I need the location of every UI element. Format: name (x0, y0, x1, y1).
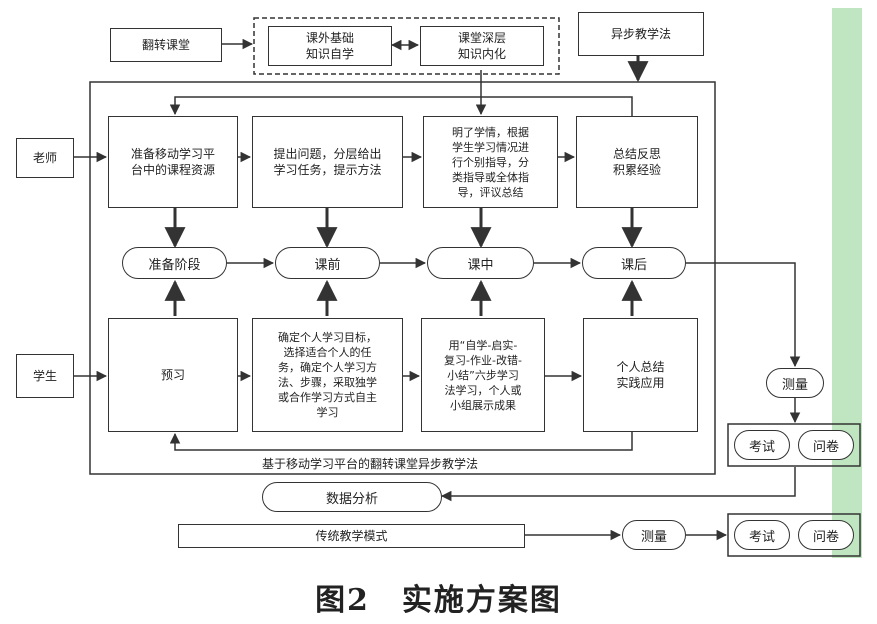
pose-questions-box: 提出问题，分层给出 学习任务，提示方法 (252, 116, 403, 208)
test-group-2 (727, 513, 861, 557)
guidance-box: 明了学情，根据 学生学习情况进 行个别指导，分 类指导或全体指 导，评议总结 (423, 116, 558, 208)
stage-preparation: 准备阶段 (122, 247, 227, 279)
personal-summary-box: 个人总结 实践应用 (583, 318, 698, 432)
stage-before-class: 课前 (275, 247, 380, 279)
measurement-1: 测量 (766, 368, 824, 398)
flip-class-box: 翻转课堂 (110, 28, 222, 62)
exam-1: 考试 (734, 430, 790, 460)
exam-2: 考试 (734, 520, 790, 550)
preview-box: 预习 (108, 318, 238, 432)
prep-resources-box: 准备移动学习平 台中的课程资源 (108, 116, 238, 208)
deep-internalize-box: 课堂深层 知识内化 (420, 26, 544, 66)
flip-class-group (253, 17, 560, 75)
measurement-2: 测量 (622, 520, 686, 550)
survey-1: 问卷 (798, 430, 854, 460)
summary-reflect-box: 总结反思 积累经验 (576, 116, 698, 208)
teacher-box: 老师 (16, 138, 74, 178)
async-method-box: 异步教学法 (578, 12, 704, 56)
stage-after-class: 课后 (582, 247, 686, 279)
stage-in-class: 课中 (427, 247, 534, 279)
test-group-1 (727, 423, 861, 467)
survey-2: 问卷 (798, 520, 854, 550)
student-box: 学生 (16, 354, 74, 398)
basic-self-study-box: 课外基础 知识自学 (268, 26, 392, 66)
traditional-teaching-box: 传统教学模式 (178, 524, 525, 548)
six-step-method-box: 用“自学-启实- 复习-作业-改错- 小结”六步学习 法学习，个人或 小组展示成… (421, 318, 545, 432)
figure-caption: 图2 实施方案图 (315, 583, 562, 618)
platform-method-label: 基于移动学习平台的翻转课堂异步教学法 (262, 457, 479, 471)
data-analysis: 数据分析 (262, 482, 442, 512)
set-goals-box: 确定个人学习目标， 选择适合个人的任 务，确定个人学习方 法、步骤，采取独学 或… (252, 318, 403, 432)
main-frame (89, 81, 716, 475)
